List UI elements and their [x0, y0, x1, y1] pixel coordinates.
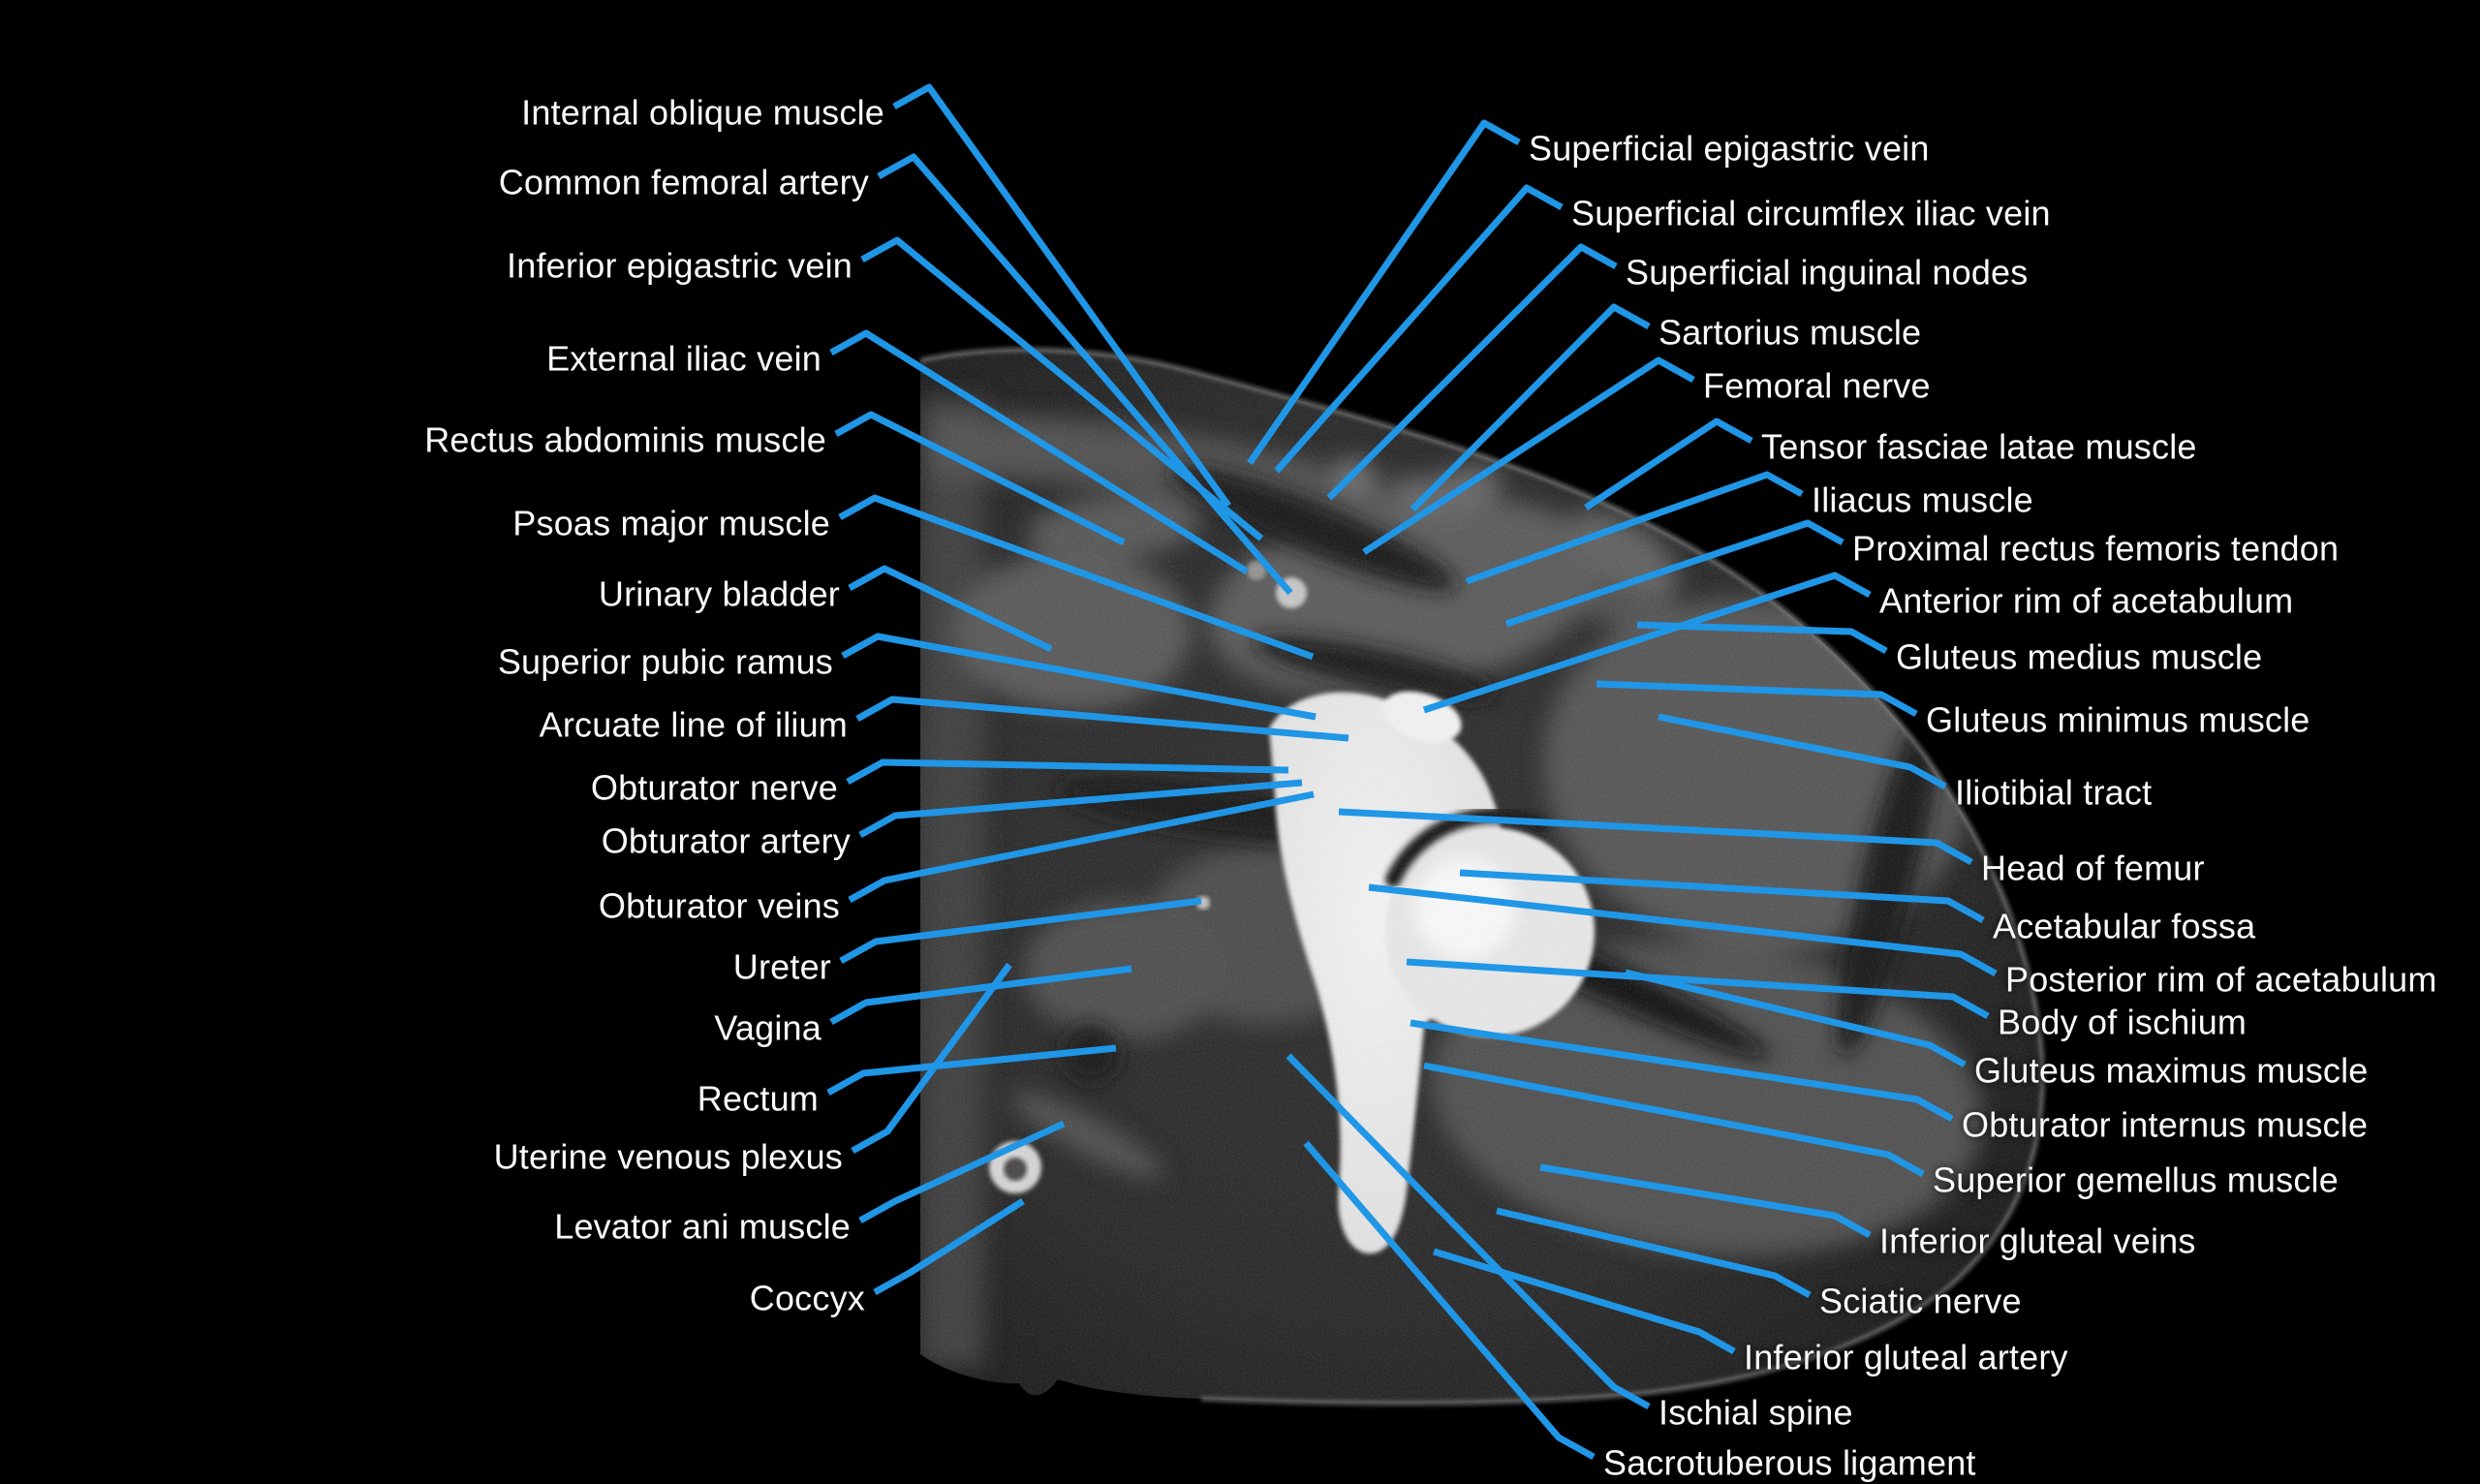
leader-line-gluteus-medius-muscle [1636, 621, 1888, 655]
label-sacrotuberous-ligament: Sacrotuberous ligament [1603, 1442, 1976, 1483]
label-ureter: Ureter [732, 946, 831, 987]
label-rectus-abdominis-muscle: Rectus abdominis muscle [424, 419, 826, 460]
leader-line-inferior-gluteal-veins [1539, 1163, 1872, 1239]
label-external-iliac-vein: External iliac vein [546, 338, 822, 379]
leader-line-coccyx [873, 1198, 1025, 1296]
leader-line-sacrotuberous-ligament [1303, 1140, 1596, 1461]
leader-line-superficial-inguinal-nodes [1326, 243, 1618, 501]
label-superior-gemellus-muscle: Superior gemellus muscle [1933, 1159, 2339, 1200]
label-iliacus-muscle: Iliacus muscle [1812, 479, 2033, 520]
label-psoas-major-muscle: Psoas major muscle [512, 503, 830, 543]
label-superficial-inguinal-nodes: Superficial inguinal nodes [1626, 252, 2029, 293]
leader-line-tensor-fasciae-latae-muscle [1584, 417, 1753, 510]
label-head-of-femur: Head of femur [1981, 848, 2205, 888]
leader-line-arcuate-line-of-ilium [855, 696, 1349, 742]
label-internal-oblique-muscle: Internal oblique muscle [521, 92, 884, 133]
label-obturator-veins: Obturator veins [598, 885, 840, 926]
leader-line-iliotibial-tract [1658, 713, 1947, 790]
leader-line-head-of-femur [1338, 808, 1973, 866]
label-iliotibial-tract: Iliotibial tract [1955, 772, 2153, 813]
label-uterine-venous-plexus: Uterine venous plexus [493, 1136, 843, 1177]
leader-line-ischial-spine [1286, 1053, 1651, 1410]
label-coccyx: Coccyx [749, 1278, 865, 1318]
leader-line-iliacus-muscle [1465, 471, 1804, 585]
leader-line-body-of-ischium [1406, 958, 1990, 1020]
leader-line-sciatic-nerve [1496, 1207, 1812, 1299]
label-sartorius-muscle: Sartorius muscle [1658, 312, 1922, 353]
leader-line-superior-gemellus-muscle [1423, 1062, 1925, 1178]
label-anterior-rim-of-acetabulum: Anterior rim of acetabulum [1879, 580, 2294, 621]
leader-line-urinary-bladder [848, 565, 1053, 653]
label-inferior-gluteal-artery: Inferior gluteal artery [1744, 1337, 2068, 1377]
label-inferior-epigastric-vein: Inferior epigastric vein [507, 245, 852, 286]
label-gluteus-maximus-muscle: Gluteus maximus muscle [1974, 1050, 2369, 1091]
leader-line-anterior-rim-of-acetabulum [1422, 572, 1872, 714]
label-common-femoral-artery: Common femoral artery [498, 162, 869, 202]
label-acetabular-fossa: Acetabular fossa [1993, 906, 2256, 946]
label-arcuate-line-of-ilium: Arcuate line of ilium [539, 704, 848, 745]
label-urinary-bladder: Urinary bladder [598, 573, 840, 614]
leader-line-superficial-circumflex-iliac-vein [1274, 184, 1564, 474]
leader-line-obturator-veins [848, 790, 1315, 904]
leader-line-psoas-major-muscle [838, 494, 1315, 661]
leader-line-obturator-internus-muscle [1410, 1019, 1954, 1123]
leader-line-gluteus-minimus-muscle [1596, 680, 1918, 718]
leader-line-internal-oblique-muscle [892, 83, 1231, 509]
label-gluteus-minimus-muscle: Gluteus minimus muscle [1926, 699, 2310, 740]
leader-line-rectum [826, 1044, 1117, 1097]
leader-line-inferior-epigastric-vein [860, 236, 1264, 541]
leader-line-common-femoral-artery [877, 153, 1293, 596]
label-vagina: Vagina [714, 1007, 822, 1048]
label-inferior-gluteal-veins: Inferior gluteal veins [1879, 1221, 2196, 1261]
leader-line-proximal-rectus-femoris-tendon [1504, 519, 1844, 628]
skin-outline [919, 348, 2045, 1406]
leader-line-femoral-nerve [1362, 356, 1695, 555]
leader-line-gluteus-maximus-muscle [1625, 969, 1967, 1068]
leader-line-superior-pubic-ramus [841, 633, 1317, 721]
leader-line-vagina [829, 965, 1132, 1026]
leader-line-uterine-venous-plexus [851, 962, 1012, 1155]
leader-line-levator-ani-muscle [858, 1120, 1066, 1224]
leader-line-external-iliac-vein [829, 329, 1249, 574]
leader-line-superficial-epigastric-vein [1247, 119, 1521, 465]
label-body-of-ischium: Body of ischium [1998, 1002, 2248, 1042]
label-superior-pubic-ramus: Superior pubic ramus [497, 641, 833, 682]
label-sciatic-nerve: Sciatic nerve [1819, 1281, 2022, 1321]
leader-line-rectus-abdominis-muscle [834, 411, 1126, 546]
label-posterior-rim-of-acetabulum: Posterior rim of acetabulum [2005, 959, 2437, 1000]
leader-line-acetabular-fossa [1459, 869, 1985, 924]
leader-line-obturator-nerve [846, 758, 1289, 786]
label-superficial-epigastric-vein: Superficial epigastric vein [1529, 128, 1930, 169]
label-rectum: Rectum [697, 1078, 819, 1119]
label-levator-ani-muscle: Levator ani muscle [554, 1206, 851, 1247]
label-obturator-artery: Obturator artery [601, 820, 851, 861]
label-obturator-nerve: Obturator nerve [590, 767, 838, 808]
leader-line-posterior-rim-of-acetabulum [1368, 883, 1998, 977]
label-femoral-nerve: Femoral nerve [1703, 365, 1931, 406]
label-tensor-fasciae-latae-muscle: Tensor fasciae latae muscle [1761, 426, 2197, 467]
label-proximal-rectus-femoris-tendon: Proximal rectus femoris tendon [1852, 528, 2340, 569]
leader-line-obturator-artery [858, 779, 1303, 839]
leader-line-ureter [839, 897, 1202, 965]
leader-line-inferior-gluteal-artery [1432, 1248, 1736, 1355]
label-gluteus-medius-muscle: Gluteus medius muscle [1896, 636, 2263, 677]
label-superficial-circumflex-iliac-vein: Superficial circumflex iliac vein [1571, 193, 2051, 233]
label-obturator-internus-muscle: Obturator internus muscle [1962, 1104, 2369, 1145]
leader-line-sartorius-muscle [1410, 303, 1651, 512]
label-ischial-spine: Ischial spine [1658, 1392, 1853, 1433]
